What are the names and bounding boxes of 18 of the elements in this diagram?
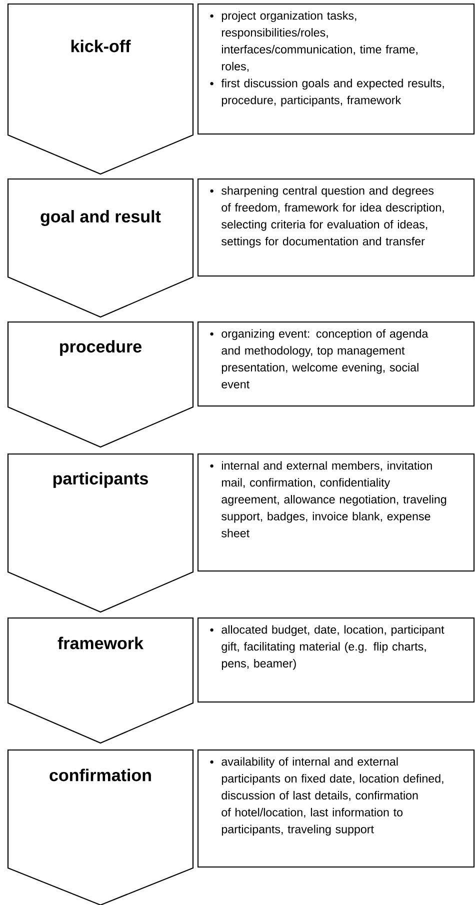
bullet-text: internal and external members, invitation mail, confirmation, confidentiality agreement, allowance negotiation, traveling support, badges, invoice blank, expense sheet [222,461,446,538]
text-box [198,178,474,276]
bullet-text: availability of internal and external participants on fixed date, location defined, discussion of last details, confirmation of hotel/location, last information to participants, traveling support [222,757,444,836]
bullet-text: allocated budget, date, location, participant gift, facilitating material (e.g. flip charts, pens, beamer) [222,625,444,670]
chevron-step: goal and result [7,178,194,318]
chevron-step: framework [7,617,194,744]
bullet-text: first discussion goals and expected results, procedure, participants, framework [221,78,444,107]
chevron-step: procedure [7,321,194,448]
text-box [198,4,474,134]
chevron-step: participants [7,453,194,613]
text-box [198,618,474,702]
text-box [198,322,474,406]
bullet-text: sharpening central question and degrees of freedom, framework for idea description, selecting criteria for evaluation of ideas, settings for documentation and transfer [222,186,444,248]
text-box [198,454,474,572]
chevron-step: confirmation [7,749,194,905]
chevron-step: kick-off [7,3,194,175]
text-box [198,750,474,868]
bullet-text: organizing event: conception of agenda and methodology, top management presentation, welcome evening, social event [222,329,428,388]
